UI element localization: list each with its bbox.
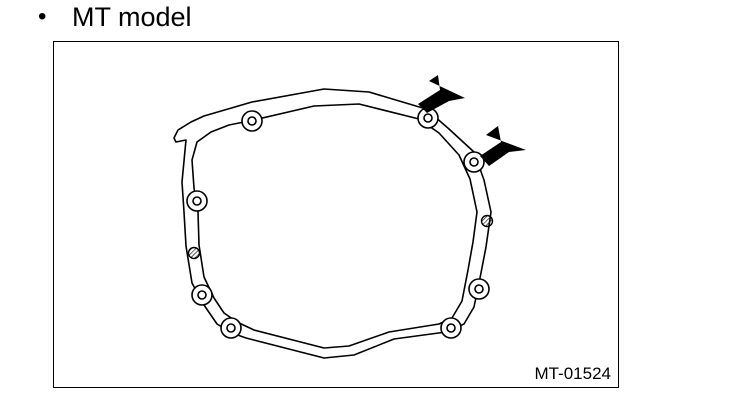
bolt-hole xyxy=(186,190,208,212)
bolt-hole xyxy=(440,317,462,339)
arrow-icon xyxy=(480,126,526,166)
bolt-hole xyxy=(241,110,263,132)
bolt-hole xyxy=(191,284,213,306)
arrow-icon xyxy=(418,75,465,113)
gasket-figure: MT-01524 xyxy=(53,41,619,388)
bolt-hole xyxy=(463,151,485,173)
dowel-pin-icon xyxy=(480,214,494,228)
bullet-icon: • xyxy=(38,3,47,30)
dowel-pin-icon xyxy=(187,246,201,260)
section-heading: • MT model xyxy=(38,0,192,34)
heading-text: MT model xyxy=(72,2,192,32)
gasket-drawing xyxy=(173,75,526,359)
figure-code: MT-01524 xyxy=(534,364,611,383)
gasket-inner-outline xyxy=(191,103,478,349)
bolt-hole xyxy=(468,278,490,300)
gasket-outer-outline xyxy=(173,88,492,359)
bolt-hole xyxy=(220,317,242,339)
